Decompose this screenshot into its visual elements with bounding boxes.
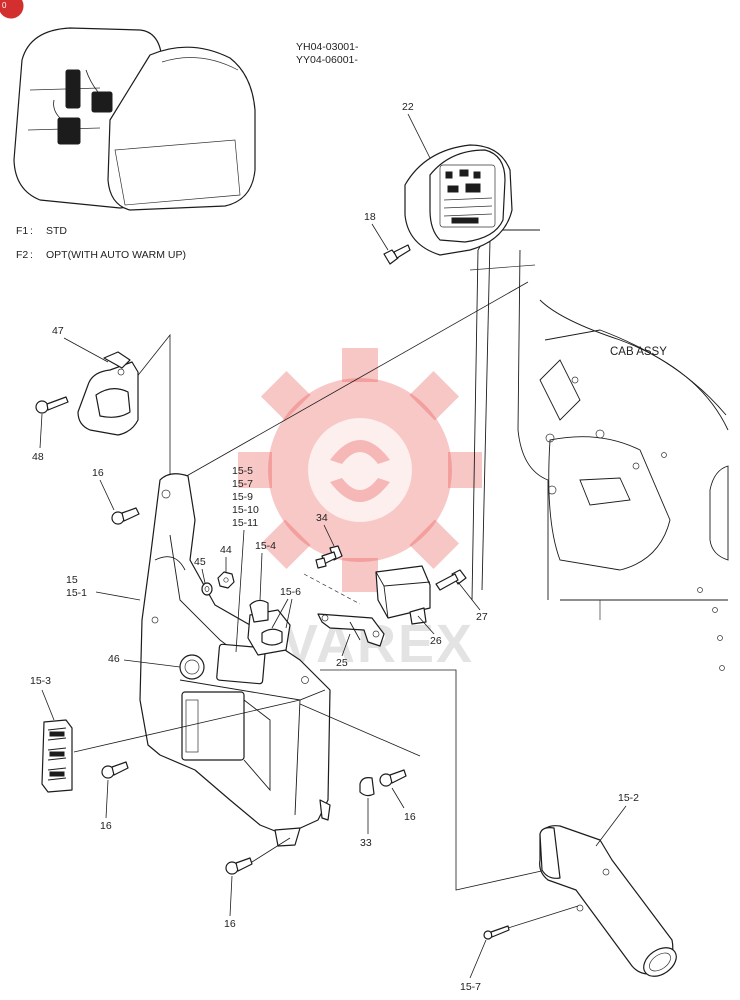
legend-f1: F1 : STD: [16, 225, 67, 237]
callout-44: 44: [220, 544, 232, 556]
callout-15-2: 15-2: [618, 792, 639, 804]
serial-number-2: YY04-06001-: [296, 54, 358, 66]
leader-bottom-to-panel: [251, 837, 291, 863]
leader-46: [123, 659, 181, 668]
legend-f1-desc: STD: [46, 225, 67, 237]
leader-15-1: [95, 591, 141, 601]
part-16-bolt-right: [379, 769, 407, 787]
callout-15-10: 15-10: [232, 504, 259, 516]
leader-16-left: [105, 779, 109, 819]
leader-15-6a: [271, 598, 289, 629]
legend-f2-desc: OPT(WITH AUTO WARM UP): [46, 249, 186, 261]
leader-15-7-lower: [469, 939, 487, 979]
watermark-gear-logo: [238, 348, 482, 592]
callout-34: 34: [316, 512, 328, 524]
leader-45: [201, 568, 206, 584]
callout-16-left: 16: [100, 820, 112, 832]
legend-f2: F2 : OPT(WITH AUTO WARM UP): [16, 249, 186, 261]
cab-assembly-outline: [469, 229, 729, 671]
svg-text:0: 0: [2, 1, 7, 10]
leader-16-upper: [99, 479, 115, 511]
part-47-holder-bracket: [77, 351, 139, 436]
callout-15-6: 15-6: [280, 586, 301, 598]
part-16-bolt-upper: [111, 507, 140, 525]
svg-text::: :: [30, 249, 33, 261]
callout-48: 48: [32, 451, 44, 463]
leader-27: [457, 581, 481, 611]
part-34-bolt: [315, 545, 343, 569]
legend-f1-key: F1: [16, 225, 28, 237]
callout-27: 27: [476, 611, 488, 623]
legend-f2-key: F2: [16, 249, 28, 261]
leader-47: [63, 337, 109, 363]
leader-vent-line: [73, 699, 301, 753]
callout-22: 22: [402, 101, 414, 113]
part-16-bolt-left: [101, 761, 129, 779]
leader-15-5: [235, 529, 245, 653]
dashed-34-to-25: [303, 573, 361, 605]
leader-18: [371, 223, 389, 251]
part-25-bracket: [317, 613, 385, 647]
part-18-bolt: [383, 244, 411, 265]
callout-15-1: 15-1: [66, 587, 87, 599]
leader-15-6b: [285, 598, 293, 629]
leader-25: [341, 633, 351, 657]
callout-33: 33: [360, 837, 372, 849]
callout-15-7-upper: 15-7: [232, 478, 253, 490]
leader-15-3: [41, 689, 55, 721]
leader-16-bottom: [229, 875, 233, 917]
callout-15-9: 15-9: [232, 491, 253, 503]
part-15-7-screw: [483, 925, 510, 940]
leader-26: [417, 615, 435, 635]
corner-marker: 0: [0, 0, 24, 19]
leader-duct-route: [320, 669, 547, 891]
svg-text::: :: [30, 225, 33, 237]
callout-45: 45: [194, 556, 206, 568]
leader-34: [323, 524, 335, 547]
callout-15-7-lower: 15-7: [460, 981, 481, 993]
leader-15-4: [259, 552, 263, 601]
callout-25: 25: [336, 657, 348, 669]
leader-panel-to-bolt: [299, 703, 421, 757]
callout-15-11: 15-11: [232, 517, 258, 529]
callout-18: 18: [364, 211, 376, 223]
leader-16-right: [391, 787, 405, 809]
serial-number-1: YH04-03001-: [296, 41, 359, 53]
part-15-side-cover: [139, 473, 331, 847]
part-22-monitor-panel: [404, 144, 513, 256]
leader-48: [39, 413, 43, 449]
part-33-clip: [359, 777, 375, 797]
callout-46: 46: [108, 653, 120, 665]
part-15-3-vent-grille: [41, 719, 73, 793]
cab-assy-label: CAB ASSY: [610, 346, 667, 358]
leader-15-2: [595, 805, 627, 847]
callout-16-bottom: 16: [224, 918, 236, 930]
leader-mount-line: [175, 281, 529, 483]
callout-15-4: 15-4: [255, 540, 276, 552]
callout-16-upper: 16: [92, 467, 104, 479]
callout-15: 15: [66, 574, 78, 586]
inset-machine-view: [13, 27, 256, 211]
leader-22: [407, 113, 431, 159]
part-44-nut: [217, 571, 235, 589]
callout-47: 47: [52, 325, 64, 337]
part-48-screw: [35, 396, 69, 414]
callout-15-5: 15-5: [232, 465, 253, 477]
part-27-bolt: [435, 569, 467, 591]
part-16-bolt-bottom: [225, 857, 253, 875]
leader-screw-to-duct: [507, 905, 579, 929]
part-45-washer: [201, 582, 213, 596]
callout-15-3: 15-3: [30, 675, 51, 687]
part-15-2-air-duct: [539, 825, 677, 977]
callout-16-right: 16: [404, 811, 416, 823]
callout-26: 26: [430, 635, 442, 647]
